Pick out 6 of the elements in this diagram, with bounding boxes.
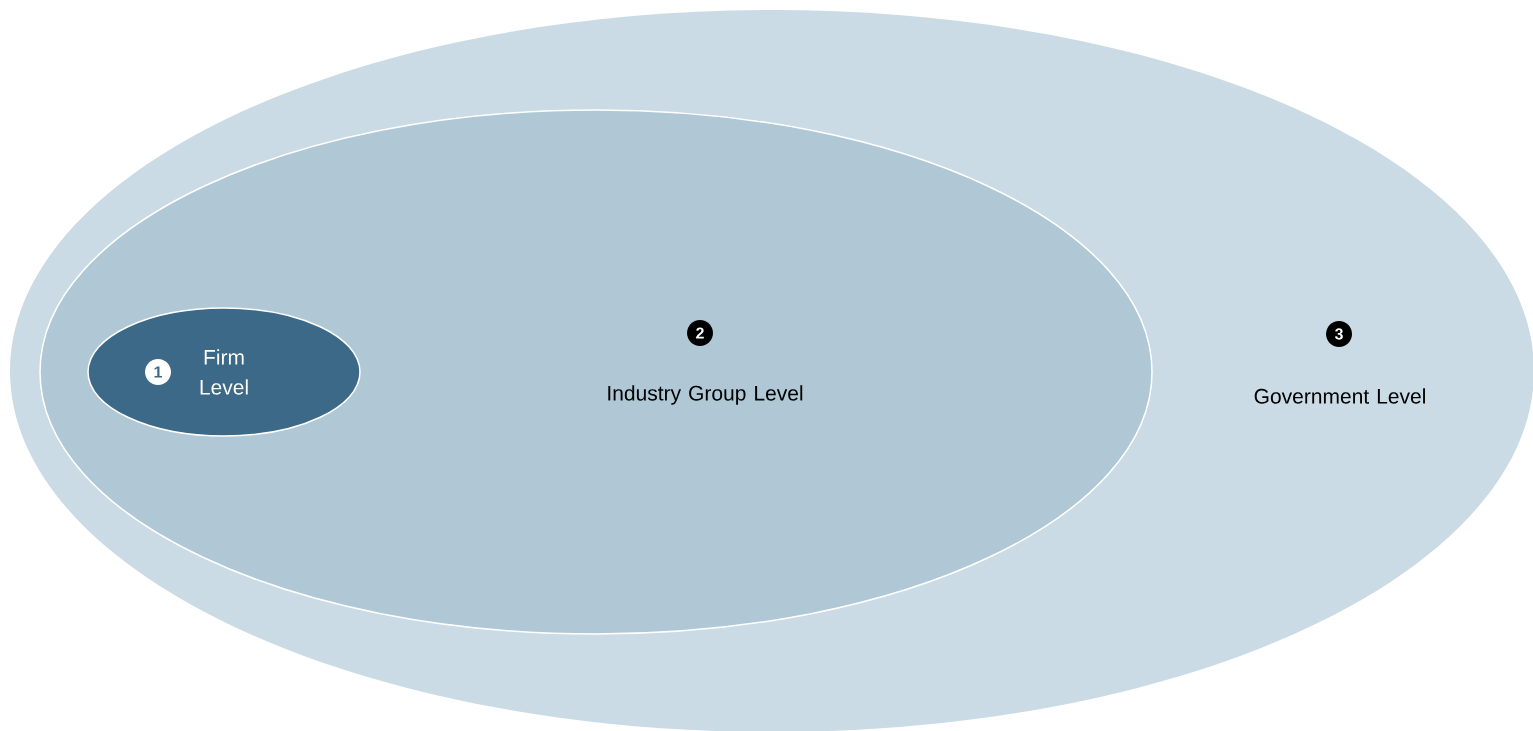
callout-number: 2 <box>687 320 713 346</box>
level-label: Industry Group Level <box>608 385 803 405</box>
callout-number: 1 <box>145 359 171 385</box>
callout-number: 3 <box>1326 321 1352 347</box>
level-label: Government Level <box>1254 388 1425 404</box>
level-label: Firm Level <box>200 349 248 395</box>
